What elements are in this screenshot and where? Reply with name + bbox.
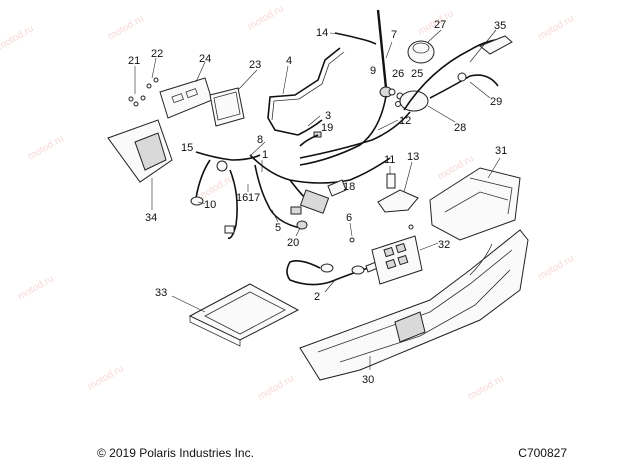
watermark: motod.ru — [466, 373, 506, 402]
callout-32: 32 — [438, 239, 450, 251]
part-24-bracket — [159, 61, 213, 119]
callout-23: 23 — [249, 59, 261, 71]
watermark: motod.ru — [106, 13, 146, 42]
part-33-floor-tray — [171, 283, 300, 347]
part-15-10-harness — [190, 151, 261, 206]
callout-17: 17 — [248, 192, 260, 204]
part-6-screws — [349, 222, 414, 243]
callout-25: 25 — [411, 68, 423, 80]
part-32-switch-panel — [371, 235, 439, 285]
callout-13: 13 — [407, 151, 419, 163]
part-18-bracket — [327, 179, 347, 197]
part-21-22-screws — [128, 57, 159, 107]
callout-33: 33 — [155, 287, 167, 299]
callout-22: 22 — [151, 48, 163, 60]
copyright-text: © 2019 Polaris Industries Inc. — [97, 446, 254, 460]
callout-6: 6 — [346, 212, 352, 224]
figure-code: C700827 — [518, 446, 567, 460]
callout-3: 3 — [325, 110, 331, 122]
callout-labels: 1 2 3 4 5 6 7 8 9 10 11 12 13 14 15 16 1… — [128, 19, 507, 386]
callout-11: 11 — [384, 154, 395, 166]
callout-31: 31 — [495, 145, 507, 157]
part-2-switch-harness — [286, 260, 379, 293]
part-1-main-harness — [224, 141, 391, 240]
callout-10: 10 — [204, 199, 216, 211]
watermark: motod.ru — [246, 3, 286, 32]
callout-7: 7 — [391, 29, 397, 41]
part-30-dash-panel — [299, 229, 529, 381]
part-4-tube-harness — [267, 47, 345, 136]
callout-35: 35 — [494, 20, 506, 32]
part-31-storage-box — [429, 157, 521, 241]
callout-12: 12 — [399, 115, 411, 127]
callout-26: 26 — [392, 68, 404, 80]
callout-27: 27 — [434, 19, 446, 31]
part-7-antenna — [376, 9, 393, 98]
part-35-29-harness — [403, 29, 513, 111]
part-3-connector — [297, 115, 323, 136]
part-34-bezel — [107, 119, 173, 210]
part-13-bracket — [377, 161, 419, 213]
watermark: motod.ru — [16, 273, 56, 302]
callout-5: 5 — [275, 222, 281, 234]
callout-1: 1 — [262, 149, 268, 161]
watermark: motod.ru — [256, 373, 296, 402]
part-11-fuse — [386, 166, 396, 189]
callout-19: 19 — [321, 122, 333, 134]
watermark: motod.ru — [536, 13, 576, 42]
callout-9: 9 — [370, 65, 376, 77]
part-14-antenna-cable — [329, 32, 377, 45]
callout-29: 29 — [490, 96, 502, 108]
part-19-clip — [299, 131, 322, 147]
callout-20: 20 — [287, 237, 299, 249]
callout-21: 21 — [128, 55, 140, 67]
callout-18: 18 — [343, 181, 355, 193]
callout-34: 34 — [145, 212, 157, 224]
watermark: motod.ru — [26, 133, 66, 162]
watermark: motod.ru — [536, 253, 576, 282]
callout-2: 2 — [314, 291, 320, 303]
part-27-cap — [407, 29, 442, 64]
part-20-grommet — [295, 220, 308, 237]
callout-15: 15 — [181, 142, 193, 154]
callout-16: 16 — [236, 192, 248, 204]
watermark: motod.ru — [0, 23, 36, 52]
callout-4: 4 — [286, 55, 292, 67]
part-23-display — [209, 69, 258, 127]
callout-14: 14 — [316, 27, 328, 39]
callout-30: 30 — [362, 374, 374, 386]
callout-28: 28 — [454, 122, 466, 134]
callout-8: 8 — [257, 134, 263, 146]
watermark: motod.ru — [86, 363, 126, 392]
part-12-cable — [299, 95, 411, 166]
callout-24: 24 — [199, 53, 211, 65]
